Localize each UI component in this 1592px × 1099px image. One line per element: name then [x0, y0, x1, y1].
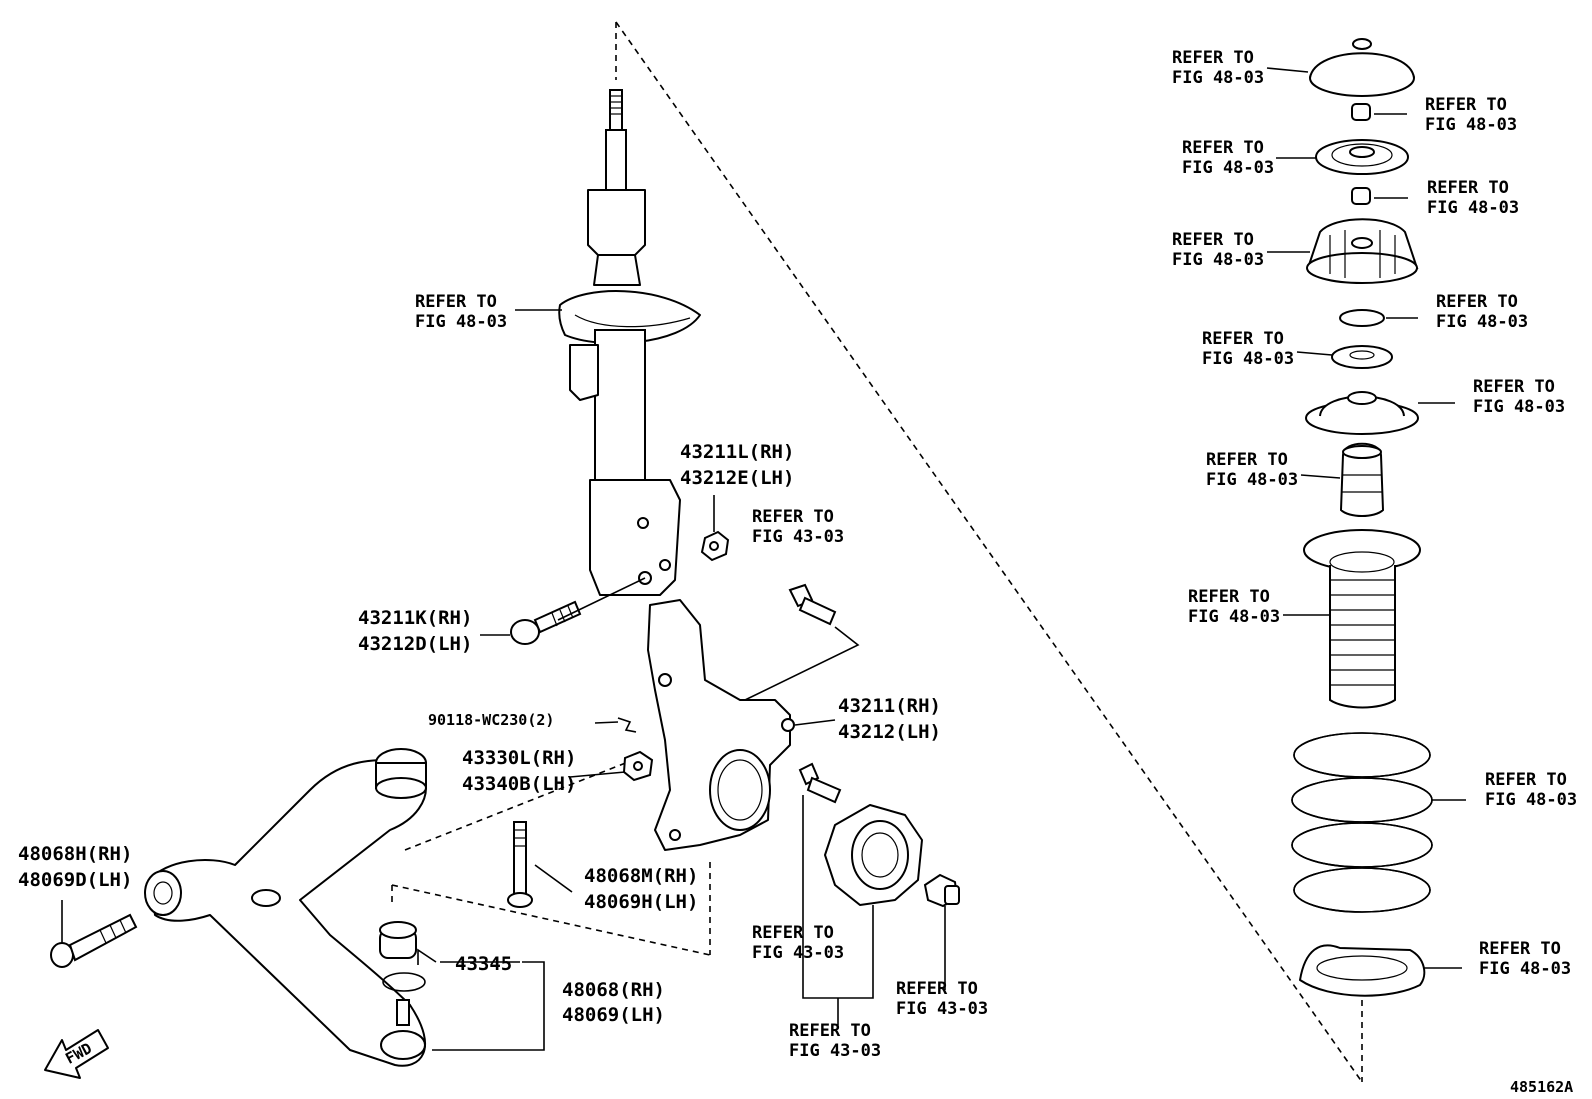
refer-label-lower-seat-line1: REFER TO	[1479, 939, 1561, 959]
fwd-arrow: FWD	[44, 1029, 109, 1079]
nut-43330l	[622, 750, 654, 782]
insulator	[1331, 345, 1393, 369]
refer-label-spring-line2: FIG 48-03	[1485, 790, 1577, 810]
refer-label-strut-line1: REFER TO	[415, 292, 497, 312]
part-number-labels: 43211L(RH) 43212E(LH) 43211K(RH) 43212D(…	[18, 441, 941, 1026]
clip-90118	[617, 717, 637, 733]
label-43212-lh: 43212(LH)	[838, 721, 941, 743]
lower-spring-seat	[1299, 944, 1426, 997]
refer-43-hub-bolt-line1: REFER TO	[752, 923, 834, 943]
label-48068m-rh: 48068M(RH)	[584, 865, 698, 887]
refer-43-hub-nut-line1: REFER TO	[896, 979, 978, 999]
refer-label-bearing-line1: REFER TO	[1182, 138, 1264, 158]
refer-label-strut-line2: FIG 48-03	[415, 312, 507, 332]
lower-control-arm	[144, 748, 427, 1067]
refer-label-nut-b-line1: REFER TO	[1427, 178, 1509, 198]
refer-label-upper-seat-line2: FIG 48-03	[1473, 397, 1565, 417]
refer-label-boot-line2: FIG 48-03	[1188, 607, 1280, 627]
refer-43-hub-bolt-line2: FIG 43-03	[752, 943, 844, 963]
label-43211l-rh: 43211L(RH)	[680, 441, 794, 463]
washer	[1339, 309, 1385, 327]
bolt-48068m	[507, 821, 533, 908]
support-mount	[1306, 218, 1419, 284]
label-43212d-lh: 43212D(LH)	[358, 633, 472, 655]
label-48069d-lh: 48069D(LH)	[18, 869, 132, 891]
coil-spring	[1291, 732, 1433, 913]
refer-label-lower-seat-line2: FIG 48-03	[1479, 959, 1571, 979]
refer-48-labels: REFER TO FIG 48-03 REFER TO FIG 48-03 RE…	[415, 48, 1577, 979]
refer-label-cap-line2: FIG 48-03	[1172, 68, 1264, 88]
refer-label-cap-line1: REFER TO	[1172, 48, 1254, 68]
hub-nut	[923, 873, 960, 908]
boot-43345	[379, 921, 426, 992]
nut-b	[1351, 187, 1371, 205]
refer-label-washer-line1: REFER TO	[1436, 292, 1518, 312]
refer-label-bearing-line2: FIG 48-03	[1182, 158, 1274, 178]
label-48069h-lh: 48069H(LH)	[584, 891, 698, 913]
guide-lines	[391, 21, 1363, 1083]
refer-43-hub-line1: REFER TO	[789, 1021, 871, 1041]
spring-stack	[1291, 38, 1433, 997]
bolt-43211k	[510, 600, 582, 645]
refer-43-labels: REFER TO FIG 43-03 REFER TO FIG 43-03 RE…	[752, 507, 988, 1061]
refer-label-boot-line1: REFER TO	[1188, 587, 1270, 607]
refer-label-bump-stop-line1: REFER TO	[1206, 450, 1288, 470]
label-48068h-rh: 48068H(RH)	[18, 843, 132, 865]
refer-43-hub-nut-line2: FIG 43-03	[896, 999, 988, 1019]
refer-43-upper-line2: FIG 43-03	[752, 527, 844, 547]
refer-label-insulator-line2: FIG 48-03	[1202, 349, 1294, 369]
refer-label-nut-a-line2: FIG 48-03	[1425, 115, 1517, 135]
refer-label-mount-line2: FIG 48-03	[1172, 250, 1264, 270]
refer-label-spring-line1: REFER TO	[1485, 770, 1567, 790]
hub-bolt	[798, 762, 842, 804]
refer-label-bump-stop-line2: FIG 48-03	[1206, 470, 1298, 490]
label-43212e-lh: 43212E(LH)	[680, 467, 794, 489]
leader-lines	[61, 67, 1466, 1051]
nut-43211l	[700, 530, 730, 562]
refer-label-nut-b-line2: FIG 48-03	[1427, 198, 1519, 218]
steering-knuckle	[647, 599, 795, 851]
refer-43-hub-line2: FIG 43-03	[789, 1041, 881, 1061]
label-48068-rh: 48068(RH)	[562, 979, 665, 1001]
dust-boot	[1303, 529, 1421, 709]
upper-spring-seat	[1305, 391, 1419, 435]
upper-support-cap	[1309, 38, 1415, 97]
refer-label-upper-seat-line1: REFER TO	[1473, 377, 1555, 397]
label-43345: 43345	[455, 953, 512, 975]
wheel-hub	[824, 804, 923, 906]
refer-label-insulator-line1: REFER TO	[1202, 329, 1284, 349]
refer-label-washer-line2: FIG 48-03	[1436, 312, 1528, 332]
label-43340b-lh: 43340B(LH)	[462, 773, 576, 795]
refer-43-upper-line1: REFER TO	[752, 507, 834, 527]
label-90118-wc230: 90118-WC230(2)	[428, 711, 554, 729]
bolt-48068h	[50, 913, 138, 968]
label-43330l-rh: 43330L(RH)	[462, 747, 576, 769]
bump-stopper	[1339, 442, 1385, 517]
refer-label-mount-line1: REFER TO	[1172, 230, 1254, 250]
bearing	[1315, 139, 1409, 175]
diagram-code: 485162A	[1510, 1078, 1573, 1096]
strut-assembly	[558, 89, 701, 596]
bolt-refer-43-03-upper	[788, 583, 837, 626]
label-43211k-rh: 43211K(RH)	[358, 607, 472, 629]
label-43211-rh: 43211(RH)	[838, 695, 941, 717]
refer-label-nut-a-line1: REFER TO	[1425, 95, 1507, 115]
fasteners	[50, 530, 960, 992]
nut-a	[1351, 103, 1371, 121]
label-48069-lh: 48069(LH)	[562, 1004, 665, 1026]
